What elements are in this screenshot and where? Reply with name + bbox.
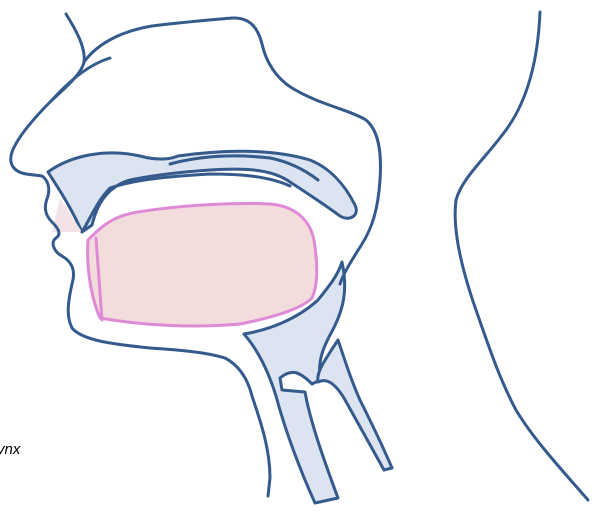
tongue <box>88 203 317 326</box>
epiglottis <box>318 340 392 470</box>
diagram-caption: rynx <box>0 441 20 458</box>
neck-back-outline <box>455 12 588 500</box>
